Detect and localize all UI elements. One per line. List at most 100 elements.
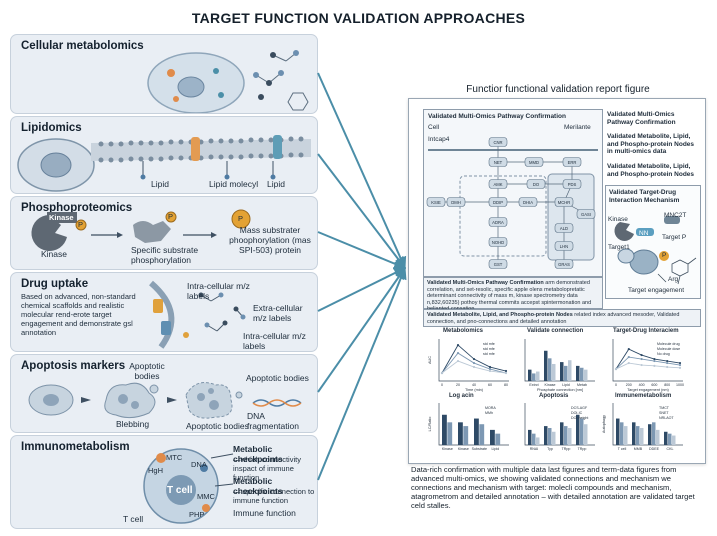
chart-bar — [584, 369, 588, 381]
chart-tick-label: 200 — [626, 383, 632, 387]
lipid-label-1: Lipid — [151, 179, 169, 189]
chart-bar — [447, 422, 453, 445]
chart-tick-label: RNAI — [530, 447, 539, 451]
chart-axis — [438, 339, 509, 382]
chart-tick-label: 0 — [441, 383, 443, 387]
target-drug-box: Validated Target-Drug Interaction Mechan… — [605, 185, 701, 299]
pathway-node — [426, 197, 446, 207]
td-engage-label: Target engagement — [628, 287, 685, 294]
checkpoint-label-1: Metabolic checkpoints — [233, 444, 283, 464]
chart-legend-label: SNET — [659, 411, 669, 415]
lipid-label-3: Lipid — [267, 179, 285, 189]
chart-bar — [544, 350, 548, 381]
apoptosis-illustration — [28, 382, 302, 419]
chart-bar — [664, 431, 668, 445]
kinase-box-label: Kinase — [49, 213, 74, 222]
p-badge-1: P — [78, 220, 84, 229]
chart-bar — [564, 426, 568, 445]
panel-lipidomics: Lipidomics Lipid Lipid molecyl — [10, 116, 318, 194]
report-caption: Data-rich confirmation with multiple dat… — [411, 465, 695, 510]
side-label-2: Validated Metabolite, Lipid, and Phospho… — [607, 133, 695, 155]
chart-bar — [532, 433, 536, 445]
chart-tick-label: DDEE — [649, 447, 660, 451]
chart-point — [678, 366, 682, 369]
chart-xlabel: Time (min) — [465, 388, 484, 392]
immune-function-label: Immune function — [233, 508, 296, 518]
pathway-node — [488, 237, 508, 247]
chart-point — [627, 347, 630, 351]
chart-bar — [552, 431, 556, 445]
chart-tick-label: 60 — [488, 383, 492, 387]
chart-tick-label: Extrct — [529, 383, 538, 387]
side-label-1: Validated Multi-Omics Pathway Confirmati… — [607, 111, 676, 126]
panel-title-drug: Drug uptake — [21, 278, 89, 290]
chart-bar — [620, 422, 624, 445]
chart-point — [488, 365, 492, 369]
chart-point — [488, 367, 492, 371]
chart-bar — [495, 433, 501, 445]
chart-title-2: Validate connection — [527, 328, 584, 334]
pathway-node-label: KSIE — [431, 200, 441, 205]
chart-tick-label: Kinase — [545, 383, 556, 387]
pathway-node-label: MMD — [529, 160, 539, 165]
chart-legend-label: MORA — [485, 406, 496, 410]
chart-bar — [490, 429, 495, 445]
chart-bar — [668, 433, 672, 445]
chart-axis — [612, 403, 683, 446]
membrane-label: Merilante — [564, 124, 591, 131]
apoptotic-label-2: Apoptotic bodies — [246, 373, 309, 383]
chart-bar — [648, 424, 652, 445]
chart-title-1: Metabolomics — [443, 328, 484, 334]
description-2-bold: Validated Metabolite, Lipid, and Phospho… — [427, 312, 573, 318]
chart-bar — [548, 358, 552, 381]
pathway-node — [562, 157, 582, 167]
pathway-node — [576, 209, 596, 219]
chart-legend-label: TMCT — [659, 406, 670, 410]
description-2-text: related index advanced mesoder, Validate… — [427, 312, 680, 325]
chart-point — [653, 359, 656, 363]
checkpoint-desc-2: — specific connection to immune function — [233, 487, 315, 505]
description-box-2: Validated Metabolite, Lipid, and Phospho… — [423, 309, 701, 327]
dna-fragmentation-label: DNA fragmentation — [247, 411, 299, 431]
chart-legend-label: Molecule drug — [657, 342, 680, 346]
chart-legend-label: NRLAOT — [659, 416, 674, 420]
panel-title-metabolomics: Cellular metabolomics — [21, 40, 144, 52]
description-1-bold: Validated Multi-Omics Pathway Confirmati… — [427, 280, 544, 286]
chart-legend-label: std mfe — [483, 342, 495, 346]
chart-legend-label: std mfe — [483, 352, 495, 356]
pathway-node — [488, 217, 508, 227]
chart-bar — [548, 427, 552, 445]
apoptotic-label-3: Apoptotic bodies — [186, 421, 249, 431]
chart-point — [666, 359, 669, 363]
chart-line — [615, 362, 681, 370]
panel-metabolomics: Cellular metabolomics — [10, 34, 318, 114]
chart-point — [627, 355, 630, 359]
description-2: Validated Metabolite, Lipid, and Phospho… — [427, 312, 697, 325]
chart-bar — [584, 424, 588, 445]
chart-bar — [564, 365, 568, 381]
chart-tick-label: T cell — [618, 447, 627, 451]
p-badge-2: P — [168, 212, 174, 221]
chart-tick-label: Lipid — [492, 447, 500, 451]
chart-point — [640, 357, 643, 361]
chart-tick-label: Substrate — [472, 447, 487, 451]
td-nn-label: NN — [639, 230, 649, 237]
chart-point — [666, 361, 669, 365]
checkpoint-desc-1: —which connectivity inspact of immune fu… — [233, 455, 301, 482]
pathway-node-label: NOHD — [492, 240, 504, 245]
mtc-label: MTC — [166, 453, 183, 462]
page-title: TARGET FUNCTION VALIDATION APPROACHES — [191, 10, 526, 26]
extra-label: Extra-cellular m/z labels — [253, 303, 303, 323]
side-label-3: Validated Metabolite, Lipid, and Phospho… — [607, 163, 695, 178]
chart-tick-label: 600 — [651, 383, 657, 387]
chart-point — [472, 365, 476, 369]
pathway-box: Validated Multi-Omics Pathway Confirmati… — [423, 109, 603, 277]
chart-bar — [656, 429, 660, 445]
chart-point — [653, 364, 656, 367]
chart-bar — [532, 373, 536, 381]
hgh-label: HgH — [148, 466, 164, 475]
pathway-node-label: ADRA — [492, 220, 504, 225]
metabolomics-illustration — [147, 50, 309, 113]
chart-point — [472, 361, 476, 365]
